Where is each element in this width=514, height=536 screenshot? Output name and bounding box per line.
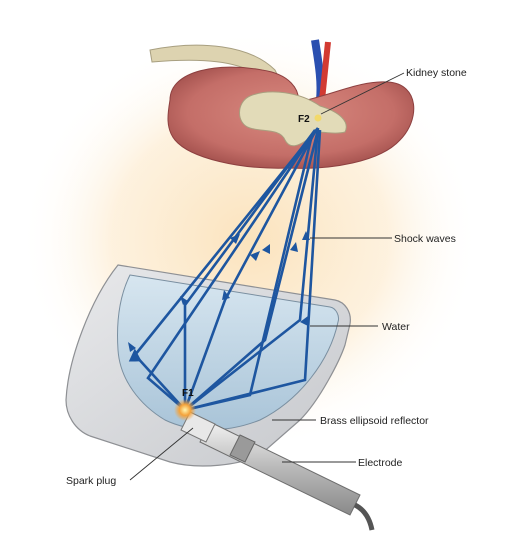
electrode-label: Electrode: [358, 457, 403, 469]
f2-label: F2: [298, 114, 310, 125]
cable: [355, 505, 372, 530]
f1-label: F1: [182, 388, 194, 399]
kidney-stone-dot: [315, 115, 322, 122]
spark-plug-label: Spark plug: [66, 475, 116, 487]
shock-waves-label: Shock waves: [394, 233, 456, 245]
kidney-stone-label: Kidney stone: [406, 67, 467, 79]
spark-icon: [174, 399, 196, 421]
water-label: Water: [382, 321, 410, 333]
reflector-label: Brass ellipsoid reflector: [320, 415, 429, 427]
